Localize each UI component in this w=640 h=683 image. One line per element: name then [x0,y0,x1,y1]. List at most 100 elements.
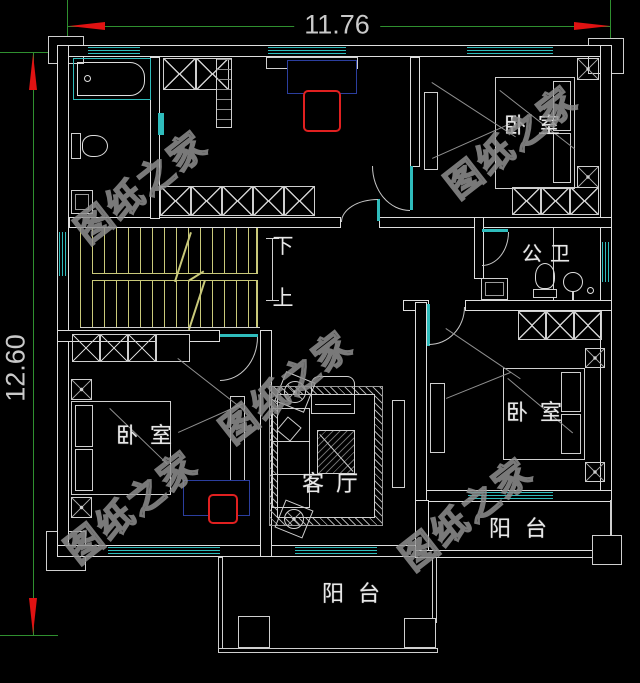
nightstand [585,348,605,368]
dim-ext-line-top-right [610,0,611,45]
plant-pot [284,509,304,529]
window-top-2 [268,47,346,55]
stair-edge [80,327,260,328]
pillow [561,372,581,412]
dim-ext-line-top-left [67,0,68,45]
column [404,618,436,648]
closet-xbox [546,311,574,340]
door-arc-bedroom-bl [220,337,258,381]
bedroom-top-right-label: 卧室 [503,113,573,138]
chair-study [303,90,341,132]
door-leaf-bathroom-tl [158,113,164,135]
dresser [424,92,438,170]
floor-drain [587,287,594,294]
balcony-bottom-label: 阳台 [321,581,395,606]
wc-label: 公卫 [522,243,578,266]
sofa [272,408,310,508]
closet-xbox [284,186,315,216]
closet-xbox [163,58,196,90]
cabinet-tall [216,58,232,128]
dresser [430,383,445,453]
dim-arrow-right-icon [574,22,610,30]
pillow [553,81,571,131]
dim-line-height [33,52,34,635]
toilet-wc-tank [533,289,557,298]
window-bottom-bedroom-left [108,547,220,555]
closet-xbox [512,187,541,215]
washbasin-bathroom [71,190,93,214]
closet-xbox [100,334,128,362]
dim-arrow-up-icon [29,54,37,90]
wall-left [57,45,69,557]
wall-bathroom-right [150,57,160,219]
nightstand [585,462,605,482]
dimension-height-label: 12.60 [0,324,32,412]
nightstand [577,166,599,188]
nightstand [71,497,92,518]
closet-xbox [541,187,570,215]
nightstand [577,58,599,80]
stair-direction-tick [266,238,279,239]
balcony-railing-left [218,557,223,651]
balcony-right-edge [610,500,612,552]
window-right-bathroom [602,242,610,282]
bedroom-bottom-left-label: 卧室 [115,423,185,448]
column [238,616,270,648]
closet-xbox [253,186,284,216]
living-room-label: 客厅 [301,471,371,496]
pillow [561,414,581,454]
stair-direction-tick [266,300,279,301]
tv-cabinet [392,400,405,488]
window-top-1 [88,47,140,55]
window-left [59,232,67,276]
bedroom-bottom-right-label: 卧室 [505,400,575,425]
dim-ext-line-left-bottom [0,635,58,636]
column [592,535,622,565]
window-top-3 [467,47,553,55]
closet-xbox [518,311,546,340]
closet-xbox [222,186,253,216]
desk-study-top [287,60,357,94]
stair-direction-line [272,238,273,300]
toilet-tank [71,133,81,159]
wall-mid-horizontal-right [379,217,612,228]
balcony-railing-bottom [218,648,438,653]
closet-xbox [72,334,100,362]
closet-xbox [191,186,222,216]
pedestal-sink-stem [572,292,574,300]
wall-wc-partition [553,228,554,300]
stair-down-label: 下 [272,235,294,258]
door-arc-bedroom-br [429,307,465,345]
door-leaf-bedroom-bl [220,334,258,337]
closet-xbox [570,187,599,215]
balcony-right-label: 阳台 [488,516,562,541]
window-bedroom-right-balcony [468,492,553,500]
pillow [553,133,571,183]
window-living-balcony [295,547,377,555]
door-leaf-wc [482,229,508,232]
toilet-bowl [82,135,108,157]
door-leaf-bedroom-tr [410,166,413,210]
door-arc-wc [482,232,509,266]
nightstand [71,379,92,400]
stair-up-label: 上 [272,287,294,310]
bathtub-drain [84,75,91,82]
dimension-width-label: 11.76 [294,9,380,41]
door-leaf-corridor [377,199,380,221]
door-arc-corridor [341,199,378,222]
wall-living-bedroom-right [415,302,427,502]
chair-bedroom-bl [208,494,238,524]
closet-xbox [574,311,602,340]
bathtub-surround [73,58,151,100]
closet-xbox [160,186,191,216]
cabinet [156,334,190,362]
washbasin-inner [75,194,89,210]
wall-mid-horizontal-left [69,217,341,228]
toilet-wc-bowl [535,263,555,289]
wall-wc-bottom [465,300,612,311]
pillow [75,405,93,447]
decor-line [446,371,512,399]
bathtub [77,62,145,96]
pedestal-sink [563,272,583,292]
